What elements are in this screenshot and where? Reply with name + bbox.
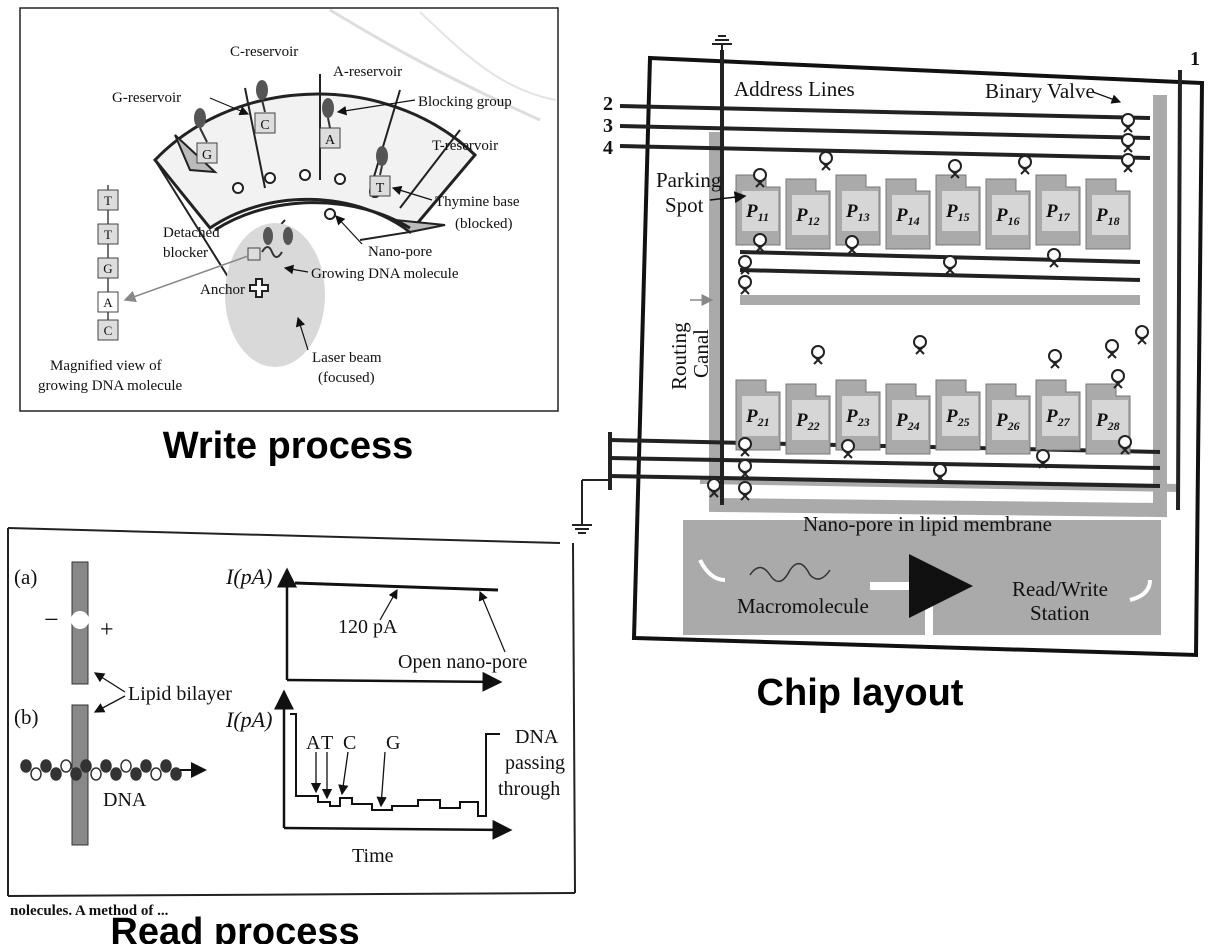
read-caption: Read process (110, 911, 359, 944)
base-c: C (260, 118, 269, 133)
rw-station-label-1: Read/Write (1012, 577, 1108, 601)
passing-label-3: through (498, 778, 560, 800)
line-number-3: 3 (603, 115, 613, 137)
rw-station-label-2: Station (1030, 601, 1090, 625)
minus-sign: − (44, 605, 59, 634)
routing-canal-label-2: Canal (689, 329, 713, 378)
line-number-1: 1 (1190, 48, 1200, 70)
dna-bead-2 (41, 760, 51, 772)
base-t-label: T (321, 732, 333, 754)
lipid-bilayer-label: Lipid bilayer (128, 683, 232, 705)
dna-label: DNA (103, 789, 147, 811)
time-axis-label: Time (352, 845, 394, 867)
anchor-label: Anchor (200, 282, 245, 298)
strand-4: C (104, 323, 113, 338)
dna-bead-3 (51, 768, 61, 780)
a-reservoir-label: A-reservoir (333, 64, 402, 80)
dna-bead-8 (101, 760, 111, 772)
current-axis-label-a: I(pA) (225, 564, 272, 589)
plus-sign: + (100, 617, 114, 643)
panel-a-label: (a) (14, 565, 37, 589)
dna-beads (21, 760, 181, 780)
passing-label-2: passing (505, 752, 565, 774)
parking-spot-label-2: Spot (665, 193, 704, 217)
address-lines-label: Address Lines (734, 77, 855, 101)
dna-bead-14 (161, 760, 171, 772)
line-number-4: 4 (603, 137, 613, 159)
detached-label-1: Detached (163, 225, 220, 241)
thymine-label-1: Thymine base (435, 194, 520, 210)
dna-bead-1 (31, 768, 41, 780)
magnified-label-2: growing DNA molecule (38, 378, 182, 394)
base-g: G (202, 148, 212, 163)
write-panel: G C A T T T G A C G-reser (20, 8, 558, 411)
chip-caption: Chip layout (757, 672, 964, 714)
dna-bead-11 (131, 768, 141, 780)
blocking-group-label: Blocking group (418, 94, 512, 110)
detached-label-2: blocker (163, 245, 208, 261)
strand-2: G (103, 261, 112, 276)
nano-pore-label: Nano-pore (368, 244, 432, 260)
parking-spot-label-1: Parking (656, 168, 722, 192)
binary-valve-label: Binary Valve (985, 79, 1095, 103)
nano-pore-membrane-label: Nano-pore in lipid membrane (803, 512, 1052, 536)
magnified-label-1: Magnified view of (50, 358, 162, 374)
base-t: T (376, 181, 385, 196)
laser-label-2: (focused) (318, 370, 375, 386)
dna-bead-0 (21, 760, 31, 772)
routing-canal-label-1: Routing (667, 322, 691, 390)
ground-symbol-bottom (572, 480, 592, 533)
c-reservoir-label: C-reservoir (230, 44, 298, 60)
read-panel: (a) (b) − + I(pA) I(pA) 120 pA Open nano… (8, 528, 575, 919)
write-caption: Write process (163, 425, 414, 467)
base-c-label: C (343, 732, 356, 754)
thymine-label-2: (blocked) (455, 216, 512, 232)
growing-dna-label: Growing DNA molecule (311, 266, 459, 282)
dna-current-trace (290, 714, 500, 816)
dna-bead-13 (151, 768, 161, 780)
open-pore-current-line (295, 583, 498, 590)
g-reservoir-label: G-reservoir (112, 90, 181, 106)
dna-bead-10 (121, 760, 131, 772)
current-value-label: 120 pA (338, 616, 398, 638)
dna-bead-7 (91, 768, 101, 780)
laser-label-1: Laser beam (312, 350, 382, 366)
dna-bead-15 (171, 768, 181, 780)
dna-bead-4 (61, 760, 71, 772)
dna-bead-5 (71, 768, 81, 780)
base-a-label: A (306, 732, 321, 754)
panel-b-label: (b) (14, 705, 39, 729)
t-reservoir-label: T-reservoir (432, 138, 498, 154)
base-a: A (325, 133, 336, 148)
passing-label-1: DNA (515, 726, 559, 748)
macromolecule-label: Macromolecule (737, 594, 869, 618)
dna-bead-6 (81, 760, 91, 772)
ground-symbol-top (712, 36, 732, 50)
strand-1: T (104, 227, 112, 242)
strand-0: T (104, 193, 112, 208)
dna-bead-12 (141, 760, 151, 772)
open-pore-label: Open nano-pore (398, 651, 528, 673)
dna-bead-9 (111, 768, 121, 780)
strand-3: A (103, 295, 113, 310)
base-g-label: G (386, 732, 400, 754)
line-number-2: 2 (603, 93, 613, 115)
current-axis-label-b: I(pA) (225, 707, 272, 732)
